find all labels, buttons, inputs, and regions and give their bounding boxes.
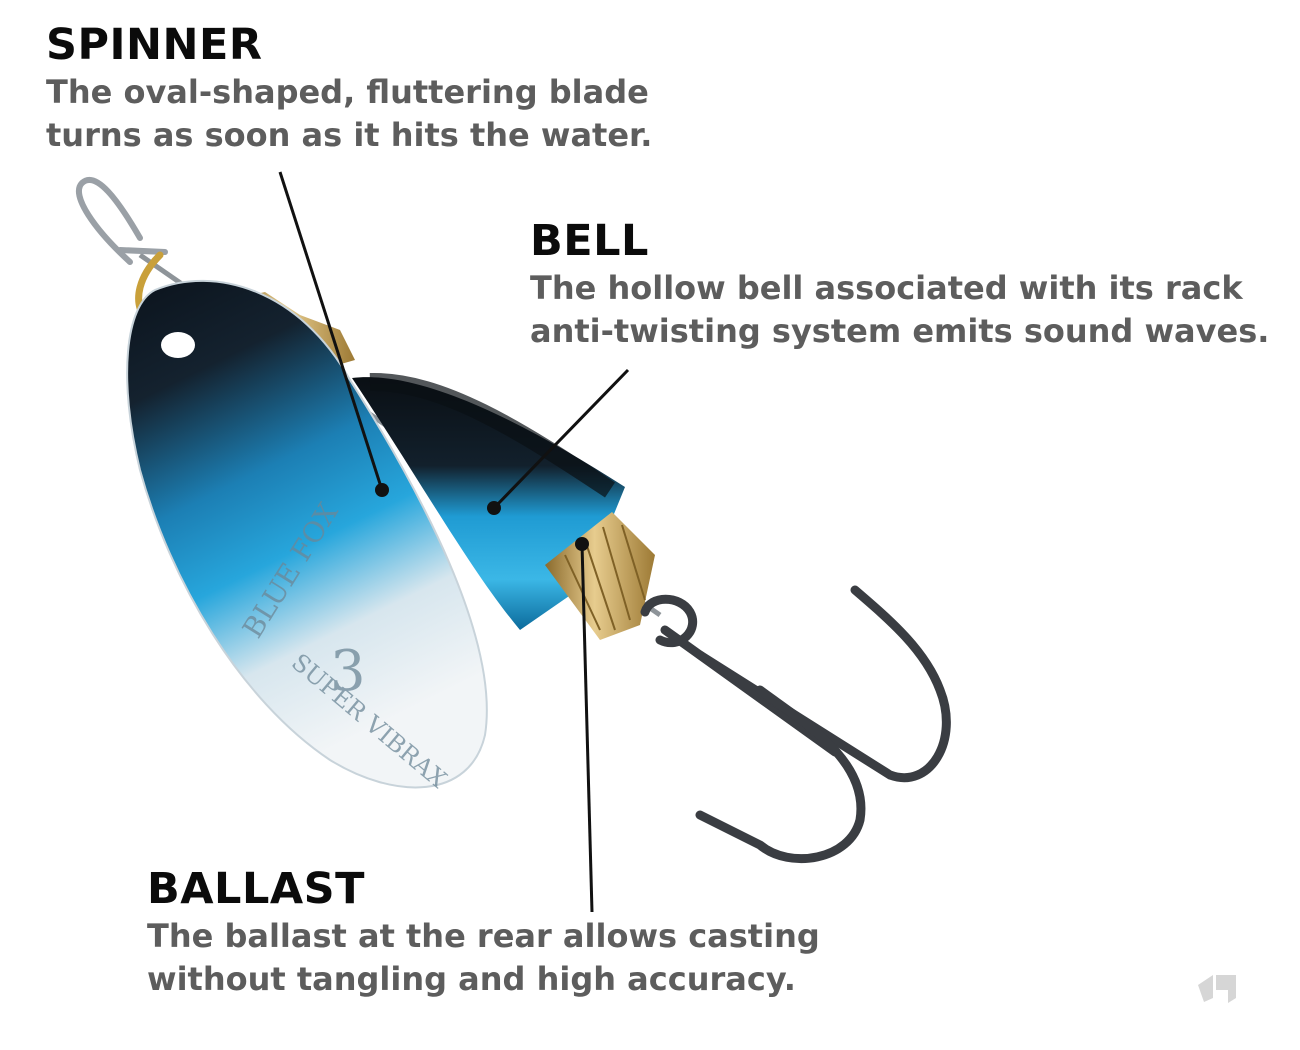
spinner-description-line1: The oval-shaped, fluttering blade: [46, 71, 726, 114]
ballast-title: BALLAST: [147, 866, 867, 913]
ballast-description: The ballast at the rear allows casting w…: [147, 915, 867, 1001]
bell-callout: BELL The hollow bell associated with its…: [530, 218, 1290, 353]
ballast-description-line2: without tangling and high accuracy.: [147, 958, 867, 1001]
ballast-description-line1: The ballast at the rear allows casting: [147, 915, 867, 958]
bell-description-line1: The hollow bell associated with its rack: [530, 267, 1290, 310]
spinner-callout: SPINNER The oval-shaped, fluttering blad…: [46, 22, 726, 157]
bell-description: The hollow bell associated with its rack…: [530, 267, 1290, 353]
bell-title: BELL: [530, 218, 1290, 265]
bell-description-line2: anti-twisting system emits sound waves.: [530, 310, 1290, 353]
spinner-blade: BLUE FOX 3 SUPER VIBRAX: [127, 281, 487, 794]
spinner-description: The oval-shaped, fluttering blade turns …: [46, 71, 726, 157]
spinner-title: SPINNER: [46, 22, 726, 69]
spinner-description-line2: turns as soon as it hits the water.: [46, 114, 726, 157]
snap-swivel: [79, 180, 165, 262]
treble-hook: [645, 590, 946, 859]
ballast-callout: BALLAST The ballast at the rear allows c…: [147, 866, 867, 1001]
logo-watermark-icon: [1198, 975, 1236, 1003]
